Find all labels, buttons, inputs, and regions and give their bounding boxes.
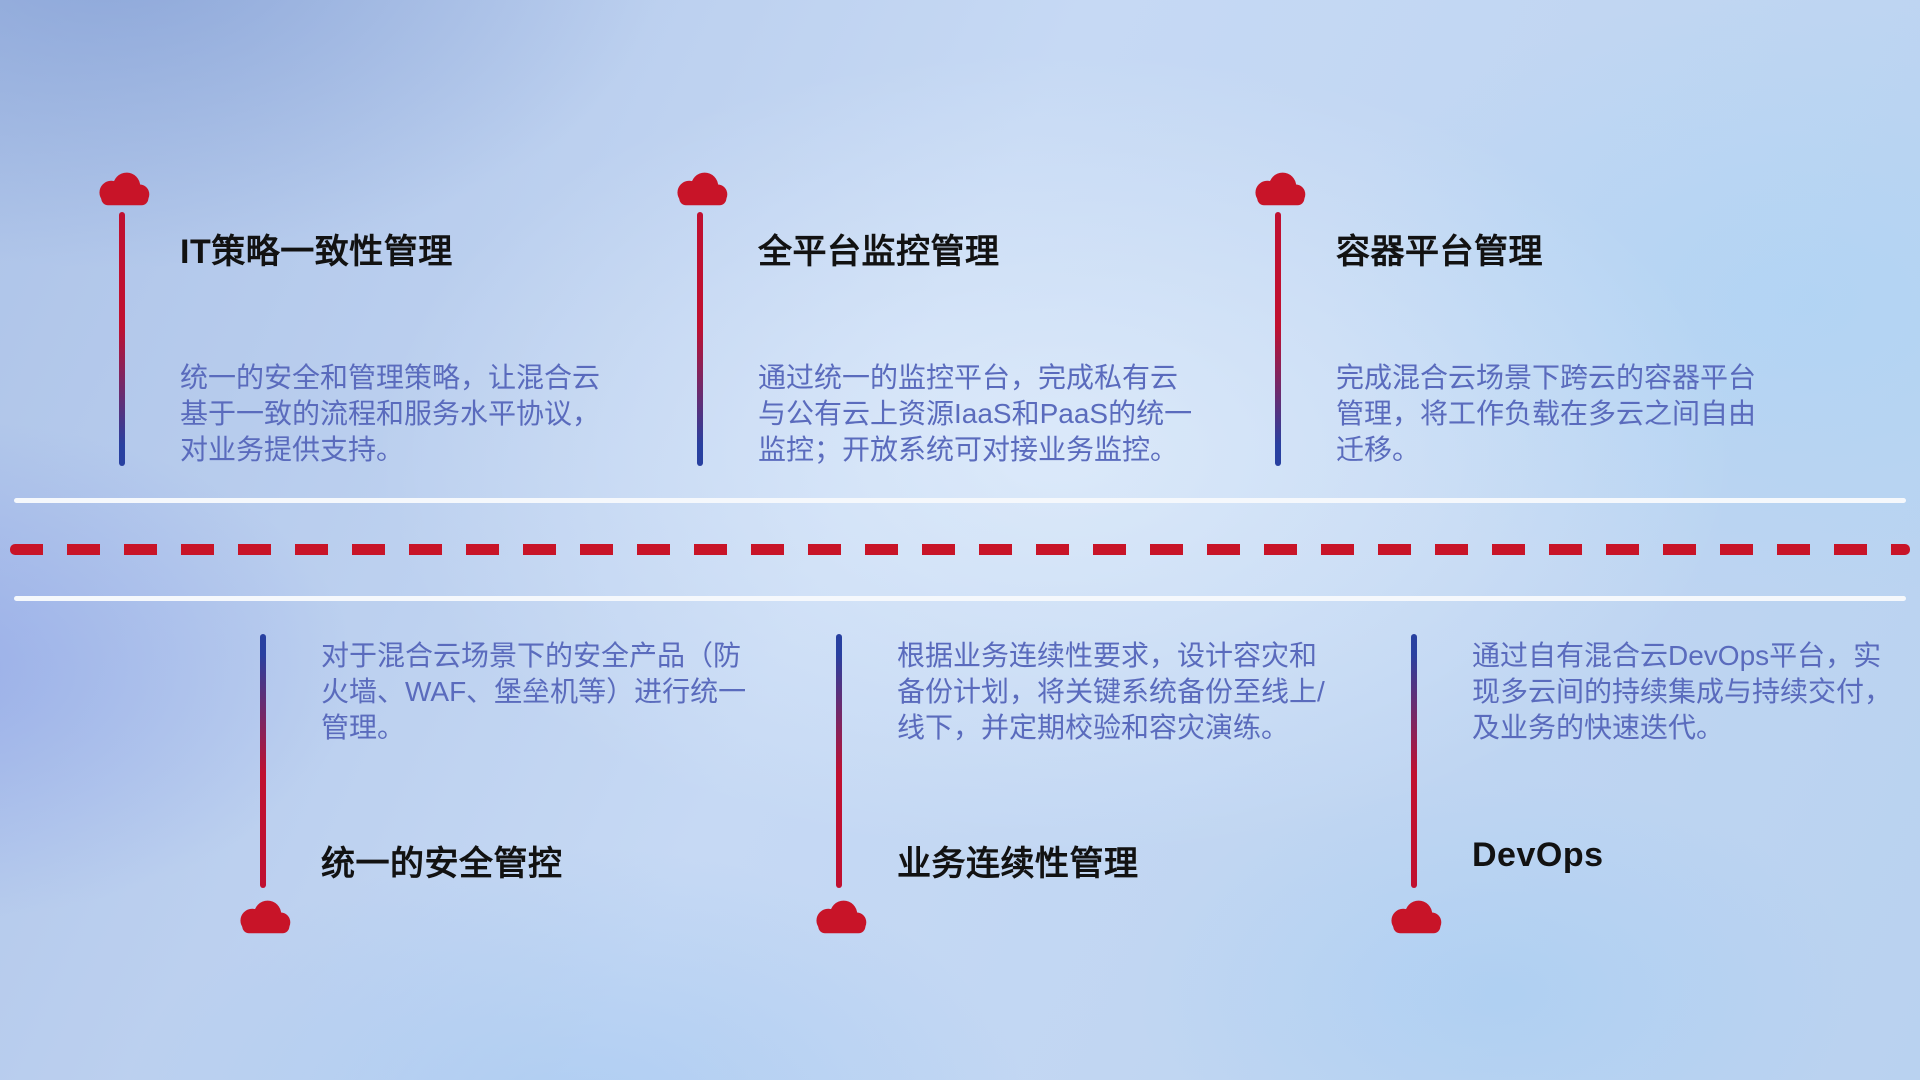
- cloud-icon: [672, 168, 730, 208]
- feature-title: IT策略一致性管理: [180, 233, 453, 271]
- feature-description: 通过自有混合云DevOps平台，实现多云间的持续集成与持续交付，及业务的快速迭代…: [1472, 640, 1893, 743]
- feature-title: 容器平台管理: [1336, 233, 1543, 271]
- feature-title: 统一的安全管控: [321, 845, 563, 883]
- cloud-icon: [1250, 168, 1308, 208]
- feature-title: 全平台监控管理: [758, 233, 1000, 271]
- feature-description: 通过统一的监控平台，完成私有云与公有云上资源IaaS和PaaS的统一监控；开放系…: [758, 362, 1193, 465]
- feature-item-it-policy: IT策略一致性管理 统一的安全和管理策略，让混合云基于一致的流程和服务水平协议，…: [95, 168, 635, 498]
- cloud-icon: [235, 896, 293, 936]
- timeline-solid-line-bottom: [14, 596, 1906, 601]
- cloud-icon: [811, 896, 869, 936]
- feature-item-devops: 通过自有混合云DevOps平台，实现多云间的持续集成与持续交付，及业务的快速迭代…: [1387, 630, 1920, 960]
- timeline-dashed-line: [10, 544, 1910, 555]
- feature-description: 完成混合云场景下跨云的容器平台管理，将工作负载在多云之间自由迁移。: [1336, 362, 1757, 465]
- connector-line: [119, 212, 125, 466]
- connector-line: [697, 212, 703, 466]
- connector-line: [836, 634, 842, 888]
- feature-item-business-continuity: 根据业务连续性要求，设计容灾和备份计划，将关键系统备份至线上/线下，并定期校验和…: [812, 630, 1352, 960]
- connector-line: [1411, 634, 1417, 888]
- feature-title: DevOps: [1472, 836, 1604, 874]
- feature-title: 业务连续性管理: [897, 845, 1139, 883]
- connector-line: [1275, 212, 1281, 466]
- timeline-solid-line-top: [14, 498, 1906, 503]
- feature-description: 根据业务连续性要求，设计容灾和备份计划，将关键系统备份至线上/线下，并定期校验和…: [897, 640, 1325, 743]
- feature-item-container-platform: 容器平台管理 完成混合云场景下跨云的容器平台管理，将工作负载在多云之间自由迁移。: [1251, 168, 1791, 498]
- feature-item-security: 对于混合云场景下的安全产品（防火墙、WAF、堡垒机等）进行统一管理。 统一的安全…: [236, 630, 776, 960]
- feature-item-monitoring: 全平台监控管理 通过统一的监控平台，完成私有云与公有云上资源IaaS和PaaS的…: [673, 168, 1213, 498]
- connector-line: [260, 634, 266, 888]
- cloud-icon: [1386, 896, 1444, 936]
- feature-description: 对于混合云场景下的安全产品（防火墙、WAF、堡垒机等）进行统一管理。: [321, 640, 747, 743]
- cloud-icon: [94, 168, 152, 208]
- feature-description: 统一的安全和管理策略，让混合云基于一致的流程和服务水平协议，对业务提供支持。: [180, 362, 601, 465]
